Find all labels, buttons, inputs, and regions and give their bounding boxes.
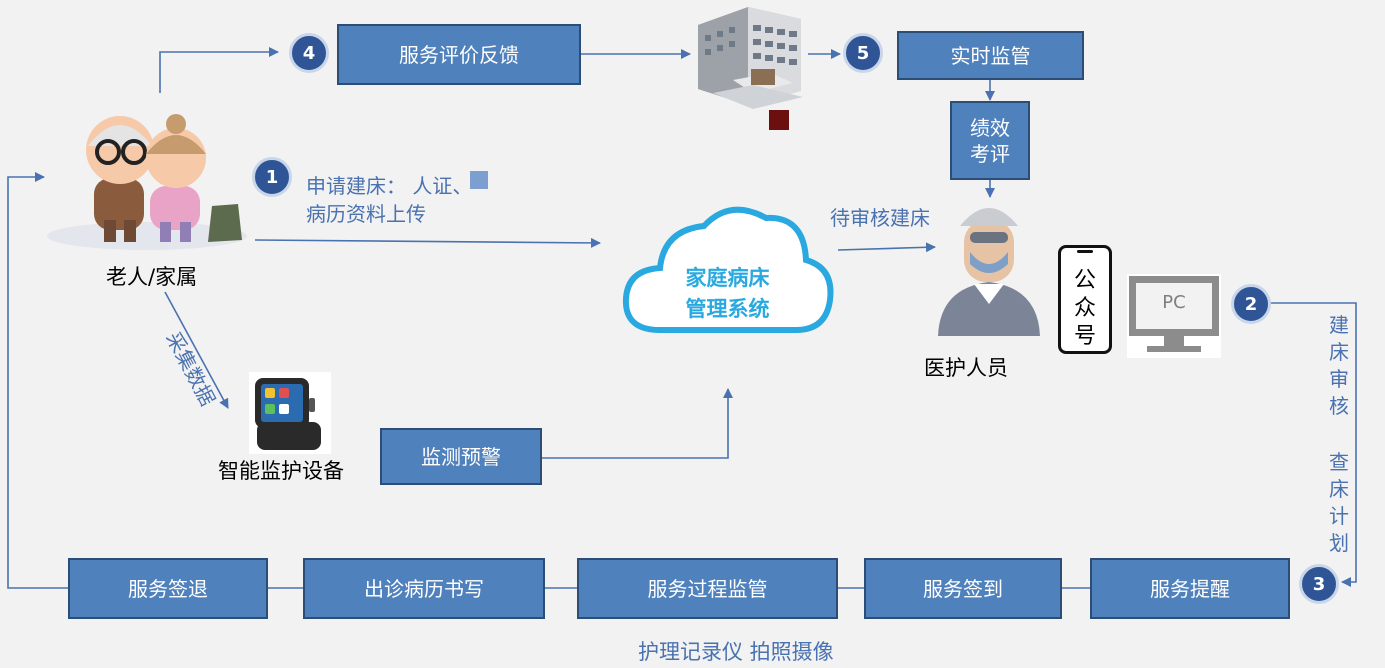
step-2-badge: 2 — [1231, 284, 1271, 324]
step-5-badge: 5 — [843, 33, 883, 73]
elderly-family-label: 老人/家属 — [106, 265, 198, 289]
smart-device-label: 智能监护设备 — [218, 459, 344, 483]
pending-bed-text: 待审核建床 — [830, 206, 930, 230]
service-process-box: 服务过程监管 — [577, 558, 838, 619]
service-checkout-box: 服务签退 — [68, 558, 268, 619]
id-card-marker — [470, 171, 488, 189]
step-4-badge: 4 — [289, 33, 329, 73]
step-3-badge: 3 — [1299, 564, 1339, 604]
instruments-text: 护理记录仪 拍照摄像 — [638, 640, 834, 664]
elderly-couple-icon — [42, 108, 252, 257]
pc-monitor-icon — [1127, 274, 1221, 358]
arrow-pc-to-reminder — [1270, 302, 1357, 587]
rounds-plan-text: 查床计划 — [1329, 450, 1349, 555]
doctor-icon — [934, 196, 1044, 345]
arrow-checkout-to-elderly — [7, 172, 68, 589]
arrow-elderly-to-system — [254, 237, 601, 248]
visit-records-box: 出诊病历书写 — [303, 558, 545, 619]
pc-label: PC — [1162, 292, 1186, 313]
apply-bed-text-line1: 申请建床： 人证、 — [306, 174, 473, 198]
medical-staff-label: 医护人员 — [924, 356, 1008, 380]
official-account-char-3: 号 — [1073, 324, 1096, 349]
official-account-char-1: 公 — [1073, 268, 1096, 293]
cloud-icon — [620, 200, 835, 344]
system-name-line2: 管理系统 — [685, 297, 770, 321]
service-feedback-box: 服务评价反馈 — [337, 24, 581, 85]
arrow-alert-to-system — [542, 388, 733, 459]
step-1-badge: 1 — [252, 157, 292, 197]
hospital-building-icon — [693, 5, 805, 114]
dark-marker — [769, 110, 789, 130]
monitor-alert-box: 监测预警 — [380, 428, 542, 485]
apply-bed-text-line2: 病历资料上传 — [306, 202, 426, 226]
performance-evaluation-box: 绩效考评 — [950, 101, 1030, 180]
official-account-char-2: 众 — [1073, 296, 1096, 321]
service-reminder-box: 服务提醒 — [1090, 558, 1290, 619]
smartwatch-icon — [249, 372, 331, 454]
arrow-elderly-to-device — [164, 291, 229, 409]
phone-icon — [1058, 245, 1112, 354]
arrow-system-to-doctor — [837, 242, 936, 253]
realtime-supervision-box: 实时监管 — [897, 31, 1084, 80]
bed-review-text: 建床审核 — [1329, 313, 1349, 418]
arrow-elderly-to-feedback — [159, 47, 279, 93]
service-checkin-box: 服务签到 — [864, 558, 1062, 619]
system-name-line1: 家庭病床 — [685, 266, 770, 290]
